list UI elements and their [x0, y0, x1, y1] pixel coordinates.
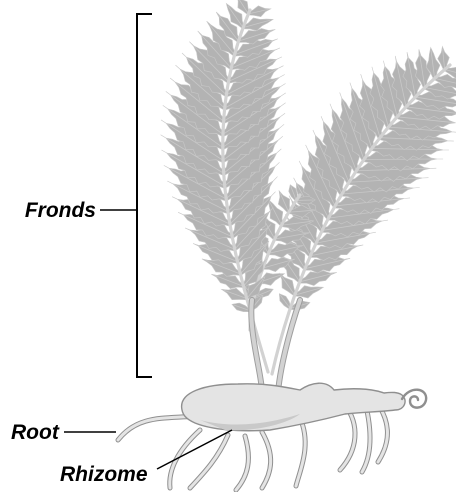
- root-4: [262, 432, 271, 488]
- fern-fronds: [161, 0, 456, 374]
- fronds-label: Fronds: [25, 199, 96, 222]
- fiddlehead-coil: [402, 390, 426, 408]
- rhizome-label: Rhizome: [60, 463, 148, 486]
- root-label: Root: [11, 421, 60, 444]
- fern-rhizome: [182, 383, 427, 431]
- fern-stipes: [251, 300, 300, 392]
- fronds-bracket: [137, 14, 152, 377]
